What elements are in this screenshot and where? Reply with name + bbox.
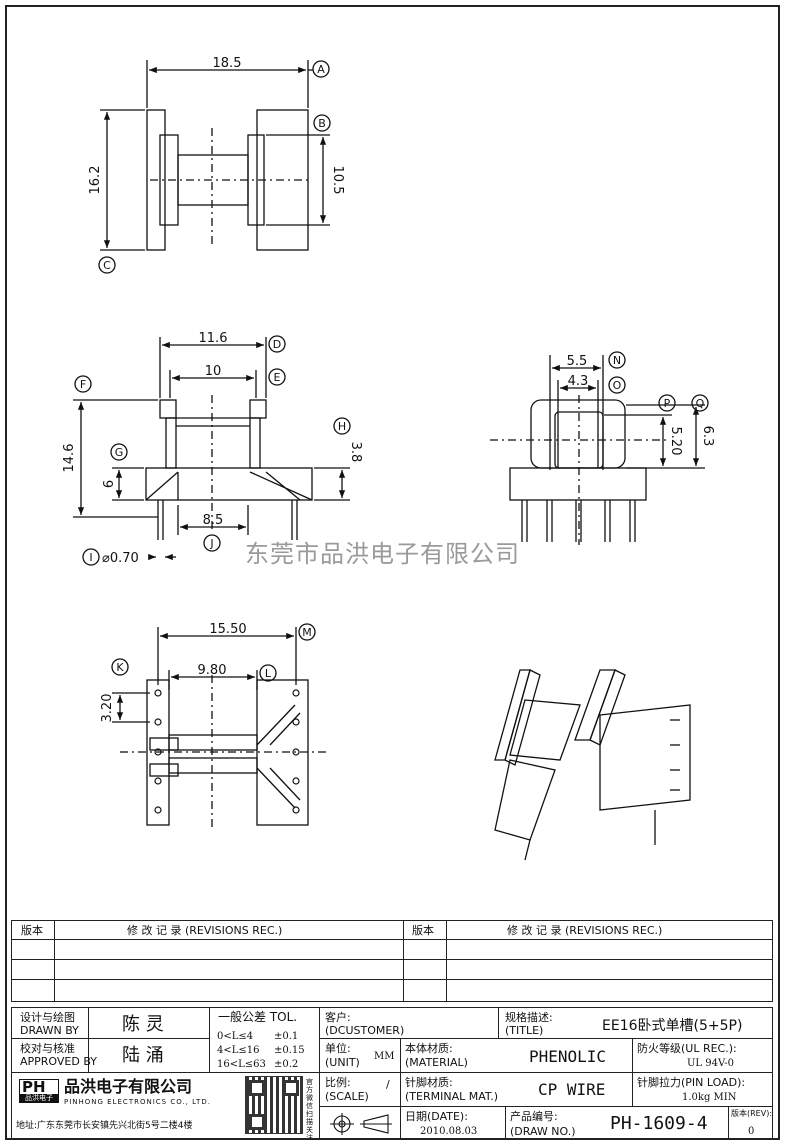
isometric-view — [494, 669, 691, 861]
company-name: 品洪电子有限公司 — [64, 1077, 193, 1096]
title-block: 设计与绘图 DRAWN BY 陈 灵 校对与核准 APPROVED BY 陆 涌… — [11, 1007, 773, 1139]
material-label-en: (MATERIAL) — [405, 1056, 468, 1069]
side-view — [490, 351, 709, 545]
dim-14-6: 14.6 — [62, 444, 77, 473]
tag-j: J — [209, 537, 213, 550]
qr-code-icon — [245, 1076, 303, 1134]
dim-10-5: 10.5 — [330, 166, 345, 195]
top-view — [98, 60, 331, 274]
tag-k: K — [116, 661, 124, 674]
drawing-number-value: PH-1609-4 — [610, 1113, 708, 1134]
tag-b: B — [318, 117, 326, 130]
dim-11-6: 11.6 — [199, 331, 228, 346]
material-label: 本体材质: — [405, 1042, 453, 1055]
dim-3-8: 3.8 — [348, 442, 363, 463]
material-value: PHENOLIC — [529, 1047, 607, 1066]
tag-n: N — [613, 354, 621, 367]
tag-h: H — [338, 420, 346, 433]
rev-col-version-left: 版本 — [21, 924, 43, 937]
tolerance-value-3: ±0.2 — [274, 1059, 299, 1070]
approver-name: 陆 涌 — [122, 1045, 164, 1066]
projection-symbol-icon — [330, 1113, 392, 1135]
approver-label-cn: 校对与核准 — [20, 1042, 75, 1055]
dim-8-5: 8.5 — [203, 513, 224, 528]
tolerance-range-3: 16<L≤63 — [217, 1059, 266, 1070]
bottom-view — [111, 623, 330, 830]
tag-a: A — [317, 63, 325, 76]
sheet-border — [5, 5, 780, 1140]
tolerance-value-1: ±0.1 — [274, 1031, 299, 1042]
dim-5-5: 5.5 — [567, 354, 588, 369]
tag-g: G — [115, 446, 124, 459]
dim-5-20: 5.20 — [668, 427, 683, 456]
unit-value: MM — [374, 1051, 395, 1062]
rev-col-record-left: 修 改 记 录 (REVISIONS REC.) — [127, 924, 283, 937]
dim-3-20: 3.20 — [100, 694, 115, 723]
approver-label-en: APPROVED BY — [20, 1055, 98, 1068]
dim-16-2: 16.2 — [88, 166, 103, 195]
designer-label-en: DRAWN BY — [20, 1024, 79, 1037]
qr-caption: 官方微信 扫描关注 — [306, 1078, 313, 1139]
dim-6-3: 6.3 — [700, 426, 715, 447]
watermark: 东莞市品洪电子有限公司 — [245, 540, 520, 568]
dim-15-50: 15.50 — [209, 622, 246, 637]
unit-label: 单位: — [325, 1042, 351, 1055]
scale-label-en: (SCALE) — [325, 1090, 369, 1103]
terminal-value: CP WIRE — [538, 1080, 606, 1099]
front-view — [73, 335, 351, 566]
dim-18-5: 18.5 — [213, 56, 242, 71]
unit-label-en: (UNIT) — [325, 1056, 360, 1069]
terminal-label-en: (TERMINAL MAT.) — [405, 1090, 499, 1103]
tag-p: P — [664, 397, 671, 410]
tolerance-title: 一般公差 TOL. — [218, 1010, 298, 1024]
tag-i: I — [89, 551, 92, 564]
bottom-view-pads — [154, 689, 300, 814]
tag-f: F — [80, 378, 86, 391]
tag-m: M — [302, 626, 312, 639]
designer-label-cn: 设计与绘图 — [20, 1011, 75, 1024]
dim-9-80: 9.80 — [198, 663, 227, 678]
customer-label-en: (DCUSTOMER) — [325, 1024, 405, 1037]
revision-label: 版本(REV): — [731, 1109, 773, 1118]
spec-label: 规格描述: — [505, 1011, 553, 1024]
dim-4-3: 4.3 — [568, 374, 589, 389]
tag-e: E — [274, 371, 281, 384]
scale-label: 比例: — [325, 1076, 351, 1089]
tag-q: Q — [696, 397, 705, 410]
company-logo: PH 品洪电子 — [19, 1079, 59, 1103]
spec-value: EE16卧式单槽(5+5P) — [602, 1018, 743, 1034]
pin-load-value: 1.0kg MIN — [682, 1092, 737, 1103]
company-name-en: PINHONG ELECTRONICS CO., LTD. — [64, 1098, 211, 1106]
dim-6: 6 — [102, 480, 117, 488]
tolerance-range-1: 0<L≤4 — [217, 1031, 254, 1042]
dim-10: 10 — [205, 364, 222, 379]
pin-load-label: 针脚拉力(PIN LOAD): — [637, 1076, 746, 1089]
company-address: 地址:广东东莞市长安镇先兴北街5号二楼4楼 — [16, 1121, 193, 1131]
rev-col-version-right: 版本 — [412, 924, 434, 937]
drawing-number-label: 产品编号: — [510, 1110, 558, 1123]
revision-value: 0 — [748, 1126, 755, 1137]
tag-d: D — [273, 338, 281, 351]
customer-label: 客户: — [325, 1011, 351, 1024]
revisions-table: 版本 修 改 记 录 (REVISIONS REC.) 版本 修 改 记 录 (… — [11, 920, 773, 1002]
fire-rating-label: 防火等级(UL REC.): — [637, 1042, 737, 1055]
terminal-label: 针脚材质: — [405, 1076, 453, 1089]
dim-pin-diameter: ⌀0.70 — [102, 551, 139, 566]
drawing-number-label-en: (DRAW NO.) — [510, 1125, 576, 1138]
tag-c: C — [103, 259, 111, 272]
tag-o: O — [613, 379, 622, 392]
scale-value: / — [386, 1078, 390, 1091]
designer-name: 陈 灵 — [122, 1014, 164, 1035]
tag-l: L — [265, 667, 272, 680]
tolerance-range-2: 4<L≤16 — [217, 1045, 260, 1056]
date-label: 日期(DATE): — [405, 1110, 468, 1123]
fire-rating-value: UL 94V-0 — [687, 1058, 735, 1069]
rev-col-record-right: 修 改 记 录 (REVISIONS REC.) — [507, 924, 663, 937]
date-value: 2010.08.03 — [420, 1126, 478, 1137]
tolerance-value-2: ±0.15 — [274, 1045, 305, 1056]
spec-label-en: (TITLE) — [505, 1024, 544, 1037]
